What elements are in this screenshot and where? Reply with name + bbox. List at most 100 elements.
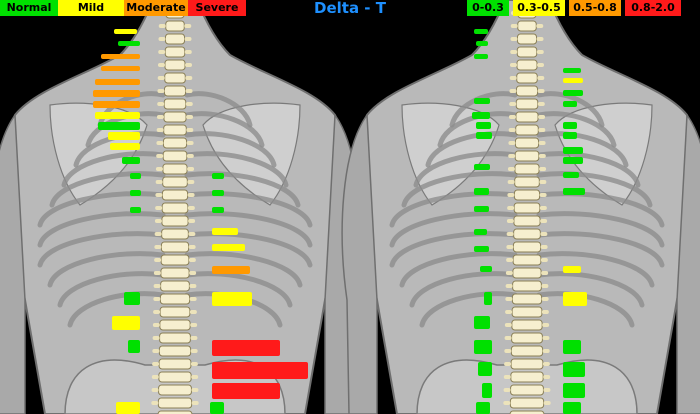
range-legend: 0-0.3 0.3-0.5 0.5-0.8 0.8-2.0 <box>467 0 681 16</box>
vertebra <box>510 384 544 396</box>
vertebra <box>162 137 188 149</box>
temperature-bar <box>212 340 280 356</box>
rib <box>536 271 645 308</box>
transverse-process <box>504 336 512 340</box>
rib <box>413 151 518 188</box>
transverse-process <box>190 323 198 327</box>
vertebra <box>159 319 191 331</box>
transverse-process <box>538 141 546 145</box>
temperature-bar <box>130 190 141 196</box>
transverse-process <box>186 141 194 145</box>
temperature-bar <box>212 207 224 213</box>
transverse-process <box>507 206 515 210</box>
temperature-bar <box>212 173 224 179</box>
transverse-process <box>151 401 159 405</box>
temperature-bar <box>112 316 140 330</box>
temperature-bar <box>563 90 583 96</box>
legend-range-0.5-0.8: 0.5-0.8 <box>569 0 621 16</box>
temperature-bar <box>476 122 491 129</box>
temperature-bar <box>480 266 492 272</box>
vertebra <box>159 332 191 344</box>
temperature-bar <box>124 292 140 305</box>
rib <box>184 191 313 228</box>
vertebra <box>511 319 543 331</box>
rib <box>536 291 635 328</box>
transverse-process <box>153 297 161 301</box>
vertebra <box>511 293 543 305</box>
rib <box>419 291 518 328</box>
transverse-process <box>509 89 517 93</box>
vertebra <box>514 137 540 149</box>
rib <box>425 131 518 168</box>
transverse-process <box>186 115 194 119</box>
transverse-process <box>537 76 545 80</box>
legend-normal: Normal <box>0 0 58 16</box>
vertebra <box>164 59 186 71</box>
transverse-process <box>186 154 194 158</box>
temperature-bar <box>130 173 141 179</box>
vertebra <box>164 72 186 84</box>
transverse-process <box>538 128 546 132</box>
vertebra <box>163 124 187 136</box>
transverse-process <box>507 193 515 197</box>
temperature-bars-right <box>472 29 587 414</box>
transverse-process <box>538 115 546 119</box>
temperature-bar <box>482 383 492 398</box>
transverse-process <box>509 102 517 106</box>
temperature-bar <box>210 402 224 414</box>
transverse-process <box>540 245 548 249</box>
temperature-bar <box>563 340 581 354</box>
temperature-bar <box>95 112 140 119</box>
transverse-process <box>510 50 518 54</box>
transverse-process <box>509 63 517 67</box>
transverse-process <box>506 232 514 236</box>
temperature-bar <box>101 54 140 59</box>
transverse-process <box>504 362 512 366</box>
transverse-process <box>188 232 196 236</box>
transverse-process <box>539 167 547 171</box>
rib <box>399 251 518 288</box>
transverse-process <box>185 102 193 106</box>
vertebra <box>510 358 544 370</box>
transverse-process <box>155 193 163 197</box>
vertebra <box>515 98 539 110</box>
transverse-process <box>537 102 545 106</box>
left-arm <box>341 112 378 414</box>
temperature-bar <box>472 112 490 119</box>
rib <box>536 171 653 208</box>
temperature-bar <box>474 54 488 59</box>
vertebra <box>164 33 186 45</box>
transverse-process <box>189 271 197 275</box>
vertebra <box>158 384 192 396</box>
transverse-process <box>190 336 198 340</box>
temperature-bar <box>212 362 308 379</box>
rib <box>184 171 301 208</box>
transverse-process <box>506 258 514 262</box>
transverse-process <box>151 375 159 379</box>
vertebra <box>509 410 545 414</box>
transverse-process <box>151 388 159 392</box>
vertebra <box>512 267 542 279</box>
transverse-process <box>508 154 516 158</box>
vertebra <box>164 46 186 58</box>
temperature-bar <box>563 292 587 306</box>
transverse-process <box>187 180 195 184</box>
transverse-process <box>152 336 160 340</box>
temperature-bar <box>476 132 492 139</box>
vertebra <box>512 254 542 266</box>
legend-severe: Severe <box>188 0 246 16</box>
transverse-process <box>507 167 515 171</box>
vertebra <box>514 163 540 175</box>
temperature-bar <box>93 90 140 97</box>
temperature-bar <box>474 98 490 104</box>
transverse-process <box>508 128 516 132</box>
rib <box>184 231 313 268</box>
severity-legend: Normal Mild Moderate Severe <box>0 0 246 16</box>
vertebra <box>157 410 193 414</box>
rib <box>57 271 166 308</box>
temperature-bar <box>114 29 137 34</box>
transverse-process <box>156 141 164 145</box>
temperature-bar <box>474 188 489 195</box>
transverse-process <box>541 310 549 314</box>
vertebra <box>515 124 539 136</box>
